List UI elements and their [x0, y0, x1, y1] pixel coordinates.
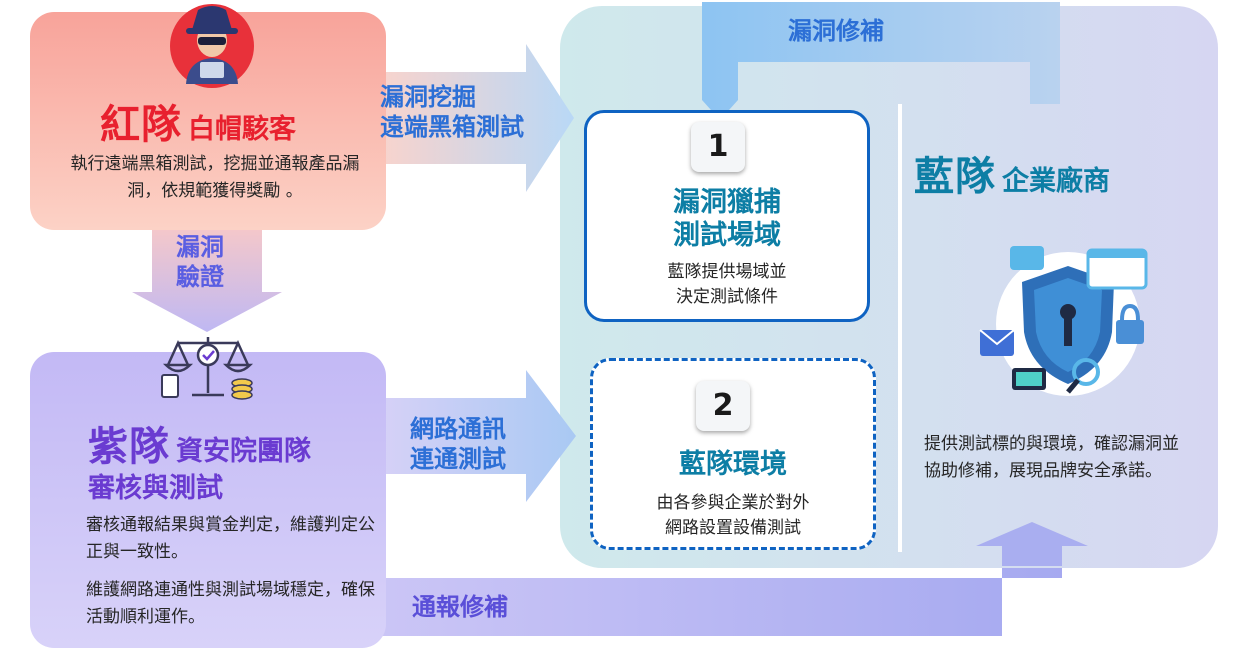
step-1-badge: 1: [691, 122, 745, 172]
mining-arrow-label: 漏洞挖掘 遠端黑箱測試: [380, 82, 524, 142]
network-arrow-label-line-2: 連通測試: [410, 445, 506, 473]
blue-team-role: 企業廠商: [1002, 166, 1110, 197]
step-2-badge: 2: [696, 381, 750, 431]
purple-team-title: 紫隊資安院團隊: [88, 414, 311, 472]
blue-env-desc-line-2: 網路設置設備測試: [665, 518, 801, 538]
verify-arrow-label-line-1: 漏洞: [176, 233, 224, 261]
red-team-desc: 執行遠端黑箱測試，挖掘並通報產品漏洞，依規範獲得獎勵 。: [70, 154, 360, 201]
purple-team-subtitle: 審核與測試: [88, 473, 223, 504]
blue-team-name: 藍隊: [914, 154, 996, 200]
purple-team-desc-1: 審核通報結果與賞金判定，維護判定公正與一致性。: [86, 515, 375, 562]
report-arrow: [340, 522, 1088, 636]
hunt-field-desc-line-2: 決定測試條件: [676, 287, 778, 307]
verify-arrow: [132, 226, 282, 332]
hunt-field-title-line-2: 測試場域: [673, 220, 781, 251]
network-arrow-label: 網路通訊 連通測試: [410, 414, 506, 474]
blue-team-title: 藍隊企業廠商: [914, 144, 1110, 202]
mining-arrow-label-line-2: 遠端黑箱測試: [380, 113, 524, 141]
scales-icon: [161, 337, 254, 400]
blue-env-desc: 由各參與企業於對外 網路設置設備測試: [590, 491, 876, 541]
mining-arrow-label-line-1: 漏洞挖掘: [380, 83, 476, 111]
red-team-name: 紅隊: [100, 102, 182, 148]
hacker-avatar-icon: [170, 4, 254, 88]
red-team-role: 白帽駭客: [188, 114, 296, 145]
verify-arrow-label: 漏洞 驗證: [176, 232, 224, 292]
panel-divider: [898, 104, 902, 552]
blue-env-desc-line-1: 由各參與企業於對外: [656, 493, 810, 513]
hunt-field-title: 漏洞獵捕 測試場域: [584, 186, 870, 252]
hunt-field-desc-line-1: 藍隊提供場域並: [667, 262, 787, 282]
hunt-field-desc: 藍隊提供場域並 決定測試條件: [584, 260, 870, 310]
verify-arrow-label-line-2: 驗證: [176, 263, 224, 291]
purple-team-name: 紫隊: [88, 424, 170, 470]
purple-team-desc-2: 維護網路連通性與測試場域穩定，確保活動順利運作。: [86, 580, 375, 627]
network-arrow-label-line-1: 網路通訊: [410, 415, 506, 443]
network-arrow: [376, 370, 576, 502]
blue-env-title: 藍隊環境: [679, 449, 787, 480]
patch-arrow: [702, 2, 1060, 120]
report-arrow-label: 通報修補: [412, 593, 508, 621]
blue-team-desc: 提供測試標的與環境，確認漏洞並協助修補，展現品牌安全承諾。: [924, 434, 1179, 481]
purple-team-role: 資安院團隊: [176, 436, 311, 467]
report-arrow-head: [976, 522, 1088, 566]
red-team-title: 紅隊白帽駭客: [100, 92, 296, 150]
purple-team-box: [30, 352, 386, 648]
mining-arrow: [372, 44, 574, 192]
patch-arrow-label: 漏洞修補: [788, 17, 884, 45]
security-shield-icon: [979, 246, 1148, 396]
hunt-field-title-line-1: 漏洞獵捕: [673, 187, 781, 218]
